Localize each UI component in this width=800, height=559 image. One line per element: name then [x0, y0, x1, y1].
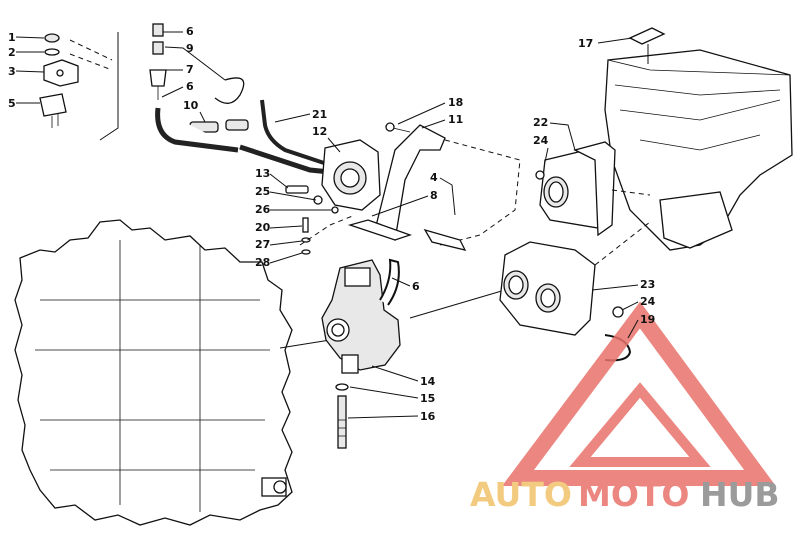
engine-block [14, 219, 293, 526]
air-intake-22 [535, 141, 651, 237]
callout-17: 17 [578, 37, 593, 50]
watermark-moto: MOTO [578, 475, 689, 514]
airbox [604, 27, 793, 251]
mounting-bracket [299, 122, 521, 251]
callout-1: 1 [8, 31, 16, 44]
callout-13: 13 [255, 167, 270, 180]
callout-9: 9 [186, 42, 194, 55]
callout-4: 4 [430, 171, 438, 184]
callout-7: 7 [186, 63, 194, 76]
air-intake-23 [499, 221, 651, 336]
callout-8: 8 [430, 189, 438, 202]
callout-21: 21 [312, 108, 327, 121]
callout-6a: 6 [186, 25, 194, 38]
callout-18: 18 [448, 96, 463, 109]
watermark-hub: HUB [700, 475, 780, 514]
callout-2: 2 [8, 46, 16, 59]
leader-line [279, 339, 331, 349]
watermark-logo: AUTO MOTO HUB [470, 301, 780, 514]
callout-15: 15 [420, 392, 435, 405]
fuel-pump-body [285, 139, 381, 255]
fuel-pump-hardware [39, 33, 113, 128]
leader-line [409, 289, 506, 319]
callout-24b: 24 [640, 295, 656, 308]
callout-6c: 6 [412, 280, 420, 293]
callout-25: 25 [255, 185, 270, 198]
callout-14: 14 [420, 375, 436, 388]
callout-12: 12 [312, 125, 327, 138]
callout-27: 27 [255, 238, 270, 251]
group-bracket [99, 32, 119, 141]
fuel-line-parts [149, 23, 331, 175]
callout-16: 16 [420, 410, 436, 423]
callout-5: 5 [8, 97, 16, 110]
carburetor [321, 258, 401, 449]
callout-11: 11 [448, 113, 463, 126]
callout-24a: 24 [533, 134, 549, 147]
callouts: 1 2 3 5 6 9 7 6 10 21 12 18 11 13 25 26 … [8, 25, 656, 423]
callout-6b: 6 [186, 80, 194, 93]
callout-10: 10 [183, 99, 199, 112]
callout-19: 19 [640, 313, 655, 326]
callout-22: 22 [533, 116, 548, 129]
callout-3: 3 [8, 65, 16, 78]
watermark-auto: AUTO [470, 475, 572, 514]
callout-28: 28 [255, 256, 270, 269]
callout-26: 26 [255, 203, 271, 216]
callout-20: 20 [255, 221, 271, 234]
callout-23: 23 [640, 278, 655, 291]
